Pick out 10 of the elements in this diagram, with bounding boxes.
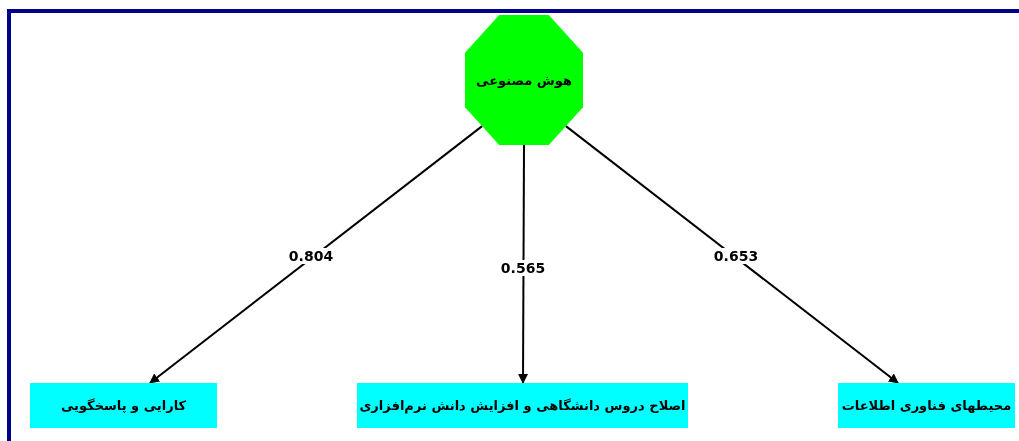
process-box: محیطهای فناوری اطلاعات [838,383,1015,428]
process-box: اصلاح دروس دانشگاهی و افزایش دانش نرم‌افزاری [357,383,688,428]
arrow [564,125,899,384]
process-box: کارایی و پاسخگویی [30,383,217,428]
arrow [518,144,529,384]
edge-label: 0.565 [498,260,548,276]
edge-label: 0.804 [286,248,336,264]
octagon-node: هوش مصنوعی [465,15,583,145]
edge-label: 0.653 [711,248,761,264]
arrow [149,125,484,384]
